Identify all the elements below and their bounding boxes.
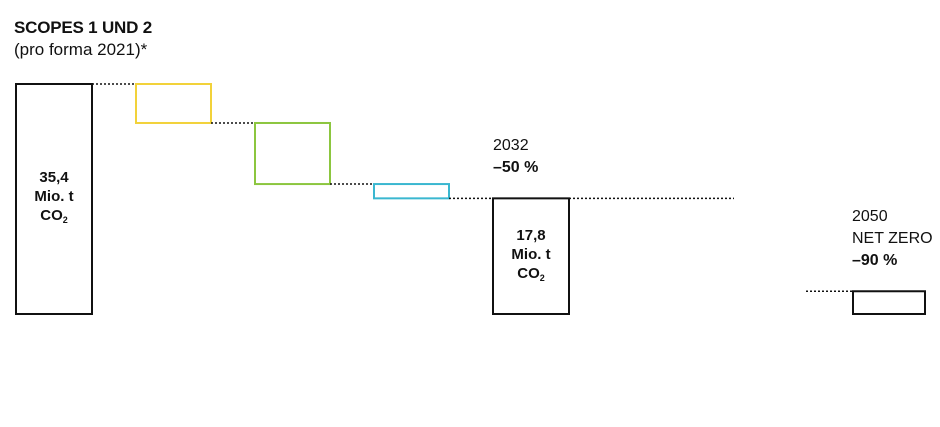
chart-subtitle: (pro forma 2021)* — [14, 40, 148, 59]
milestone-year: 2032 — [493, 137, 529, 154]
milestone-2050: 2050 NET ZERO –90 % — [852, 206, 933, 272]
milestone-pct: –90 % — [852, 252, 898, 269]
bar-2 — [254, 121, 331, 186]
bar-label-2032: 17,8 Mio. t CO2 — [511, 227, 551, 283]
milestone-pct: –50 % — [493, 159, 539, 176]
bar-label-2021: 35,4 Mio. t CO2 — [34, 169, 74, 225]
milestone-year: 2050 — [852, 208, 888, 225]
bar-0 — [15, 83, 93, 315]
milestone-2032: 2032 –50 % — [493, 135, 538, 179]
bar-4 — [492, 197, 570, 315]
chart-title: SCOPES 1 UND 2 — [14, 18, 152, 37]
bar-1 — [135, 83, 212, 124]
bar-3 — [373, 183, 450, 200]
bar-6 — [852, 290, 926, 315]
milestone-text: NET ZERO — [852, 230, 933, 247]
